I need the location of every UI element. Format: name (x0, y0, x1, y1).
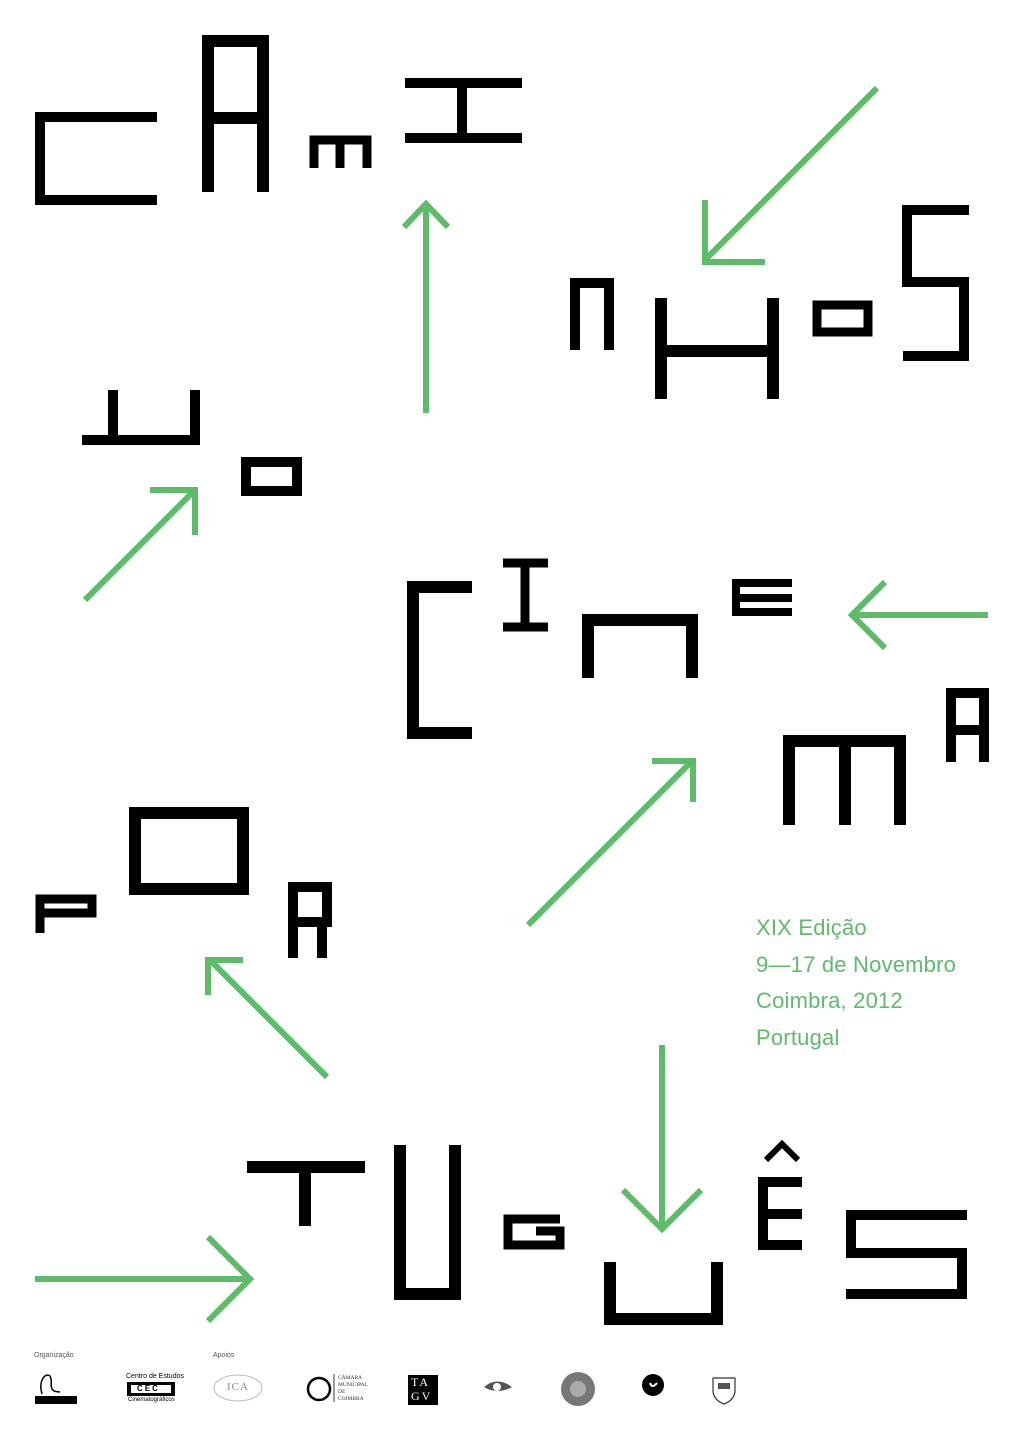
footer-logos (35, 1372, 736, 1406)
coat-of-arms-logo (712, 1377, 736, 1405)
tagv-line1: TA (411, 1375, 431, 1389)
cec-line1: Centro de Estudos (126, 1373, 184, 1380)
arrow-down-left-1 (702, 85, 880, 265)
organizer-logo (35, 1374, 77, 1404)
letter-o-3 (129, 807, 249, 895)
edition-line: XIX Edição (756, 915, 867, 940)
letter-m-2 (783, 735, 906, 825)
letter-o-1 (812, 300, 873, 337)
city-year-line: Coimbra, 2012 (756, 988, 903, 1013)
circumflex-accent (763, 1139, 801, 1163)
letter-g-1 (503, 1214, 565, 1250)
letter-o-2 (241, 457, 302, 496)
letter-i-2 (503, 558, 548, 632)
ica-logo (213, 1374, 263, 1402)
letter-h-1 (655, 298, 779, 399)
letter-i-1 (405, 78, 522, 143)
event-info: XIX Edição 9—17 de Novembro Coimbra, 201… (756, 910, 956, 1056)
ica-mark: ICA (227, 1381, 249, 1393)
letter-a-2 (946, 688, 989, 762)
arrow-left-1 (847, 579, 988, 651)
cec-line2: Cinematográficos (128, 1397, 175, 1403)
letter-e-1 (732, 579, 792, 616)
arrow-down-1 (620, 1045, 704, 1234)
tagv-logo (408, 1375, 438, 1405)
letter-m-1 (309, 135, 372, 168)
arrow-up-right-1 (82, 487, 198, 603)
dates-line: 9—17 de Novembro (756, 951, 957, 977)
arrow-up-1 (401, 199, 451, 413)
letter-s-1 (902, 205, 969, 361)
cec-logo (127, 1382, 175, 1396)
letter-a-1 (202, 35, 269, 192)
tagv-line2: GV (411, 1389, 433, 1403)
letter-d-1 (82, 390, 200, 445)
letter-u-2 (604, 1262, 723, 1325)
letter-n-2 (582, 614, 698, 678)
fundacao-juventude-logo (642, 1374, 664, 1396)
country-line: Portugal (756, 1024, 840, 1050)
camara-logo (306, 1374, 335, 1402)
eye-logo (484, 1381, 512, 1391)
organizacao-label: Organização (34, 1352, 74, 1359)
letter-n-1 (570, 278, 614, 350)
letter-p-1 (35, 894, 97, 933)
arrow-up-left-1 (205, 957, 330, 1080)
letter-s-2 (846, 1210, 967, 1299)
arrow-up-right-2 (525, 758, 696, 928)
letter-r-1 (288, 882, 332, 958)
letter-c-2 (407, 581, 472, 739)
seal-logo (561, 1372, 595, 1406)
letter-t-1 (247, 1161, 365, 1226)
tagv-mark: TA GV (411, 1375, 432, 1403)
letter-e-circumflex-1 (758, 1139, 802, 1250)
apoios-label: Apoios (213, 1352, 235, 1359)
cec-mark: CEC (137, 1384, 160, 1393)
letter-u-1 (394, 1145, 461, 1300)
arrow-right-1 (35, 1234, 255, 1324)
letter-c-1 (35, 112, 157, 205)
camara-mark: CÂMARA MUNICIPAL DE COIMBRA (338, 1375, 368, 1402)
